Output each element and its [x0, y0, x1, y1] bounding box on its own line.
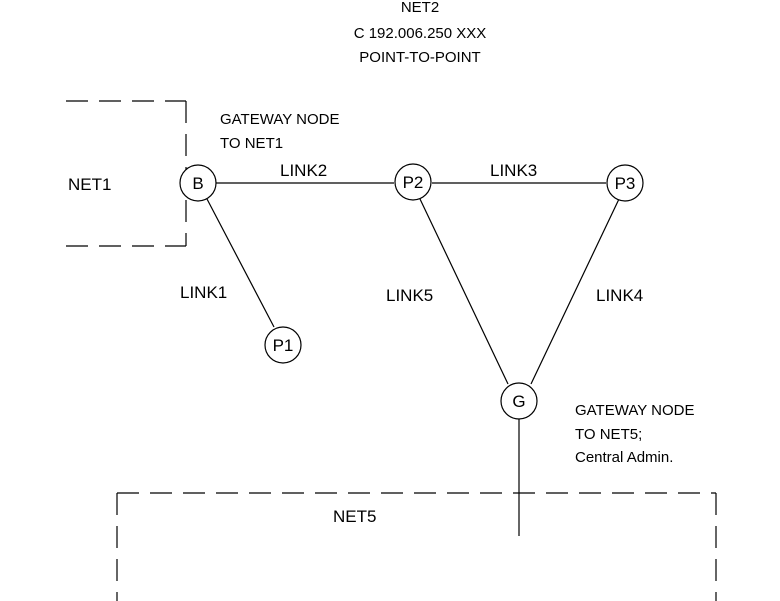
gateway-net1-note-line2: TO NET1 — [220, 135, 283, 152]
link4-line — [530, 198, 620, 385]
link5-line — [419, 198, 509, 385]
link1-line — [206, 198, 275, 328]
link5-label: LINK5 — [386, 286, 433, 305]
link2-label: LINK2 — [280, 161, 327, 180]
net2-type: POINT-TO-POINT — [359, 49, 480, 66]
node-p3-label: P3 — [615, 174, 636, 193]
net1-label: NET1 — [68, 175, 111, 194]
net5-boundary — [116, 492, 717, 601]
gateway-net5-note-line1: GATEWAY NODE — [575, 402, 694, 419]
node-b: B — [179, 164, 217, 202]
link3-label: LINK3 — [490, 161, 537, 180]
node-p1: P1 — [264, 326, 302, 364]
link4-label: LINK4 — [596, 286, 643, 305]
node-p2-label: P2 — [403, 173, 424, 192]
net1-boundary — [66, 100, 187, 247]
net2-title: NET2 — [401, 0, 439, 16]
link1-label: LINK1 — [180, 283, 227, 302]
net2-address: C 192.006.250 XXX — [354, 25, 487, 42]
gateway-net5-note-line3: Central Admin. — [575, 449, 673, 466]
gateway-net1-note-line1: GATEWAY NODE — [220, 111, 339, 128]
node-g: G — [500, 382, 538, 420]
node-g-label: G — [512, 392, 525, 411]
node-b-label: B — [192, 174, 203, 193]
gateway-net5-note-line2: TO NET5; — [575, 426, 642, 443]
net5-label: NET5 — [333, 507, 376, 526]
node-p2: P2 — [394, 163, 432, 201]
node-p3: P3 — [606, 164, 644, 202]
node-p1-label: P1 — [273, 336, 294, 355]
